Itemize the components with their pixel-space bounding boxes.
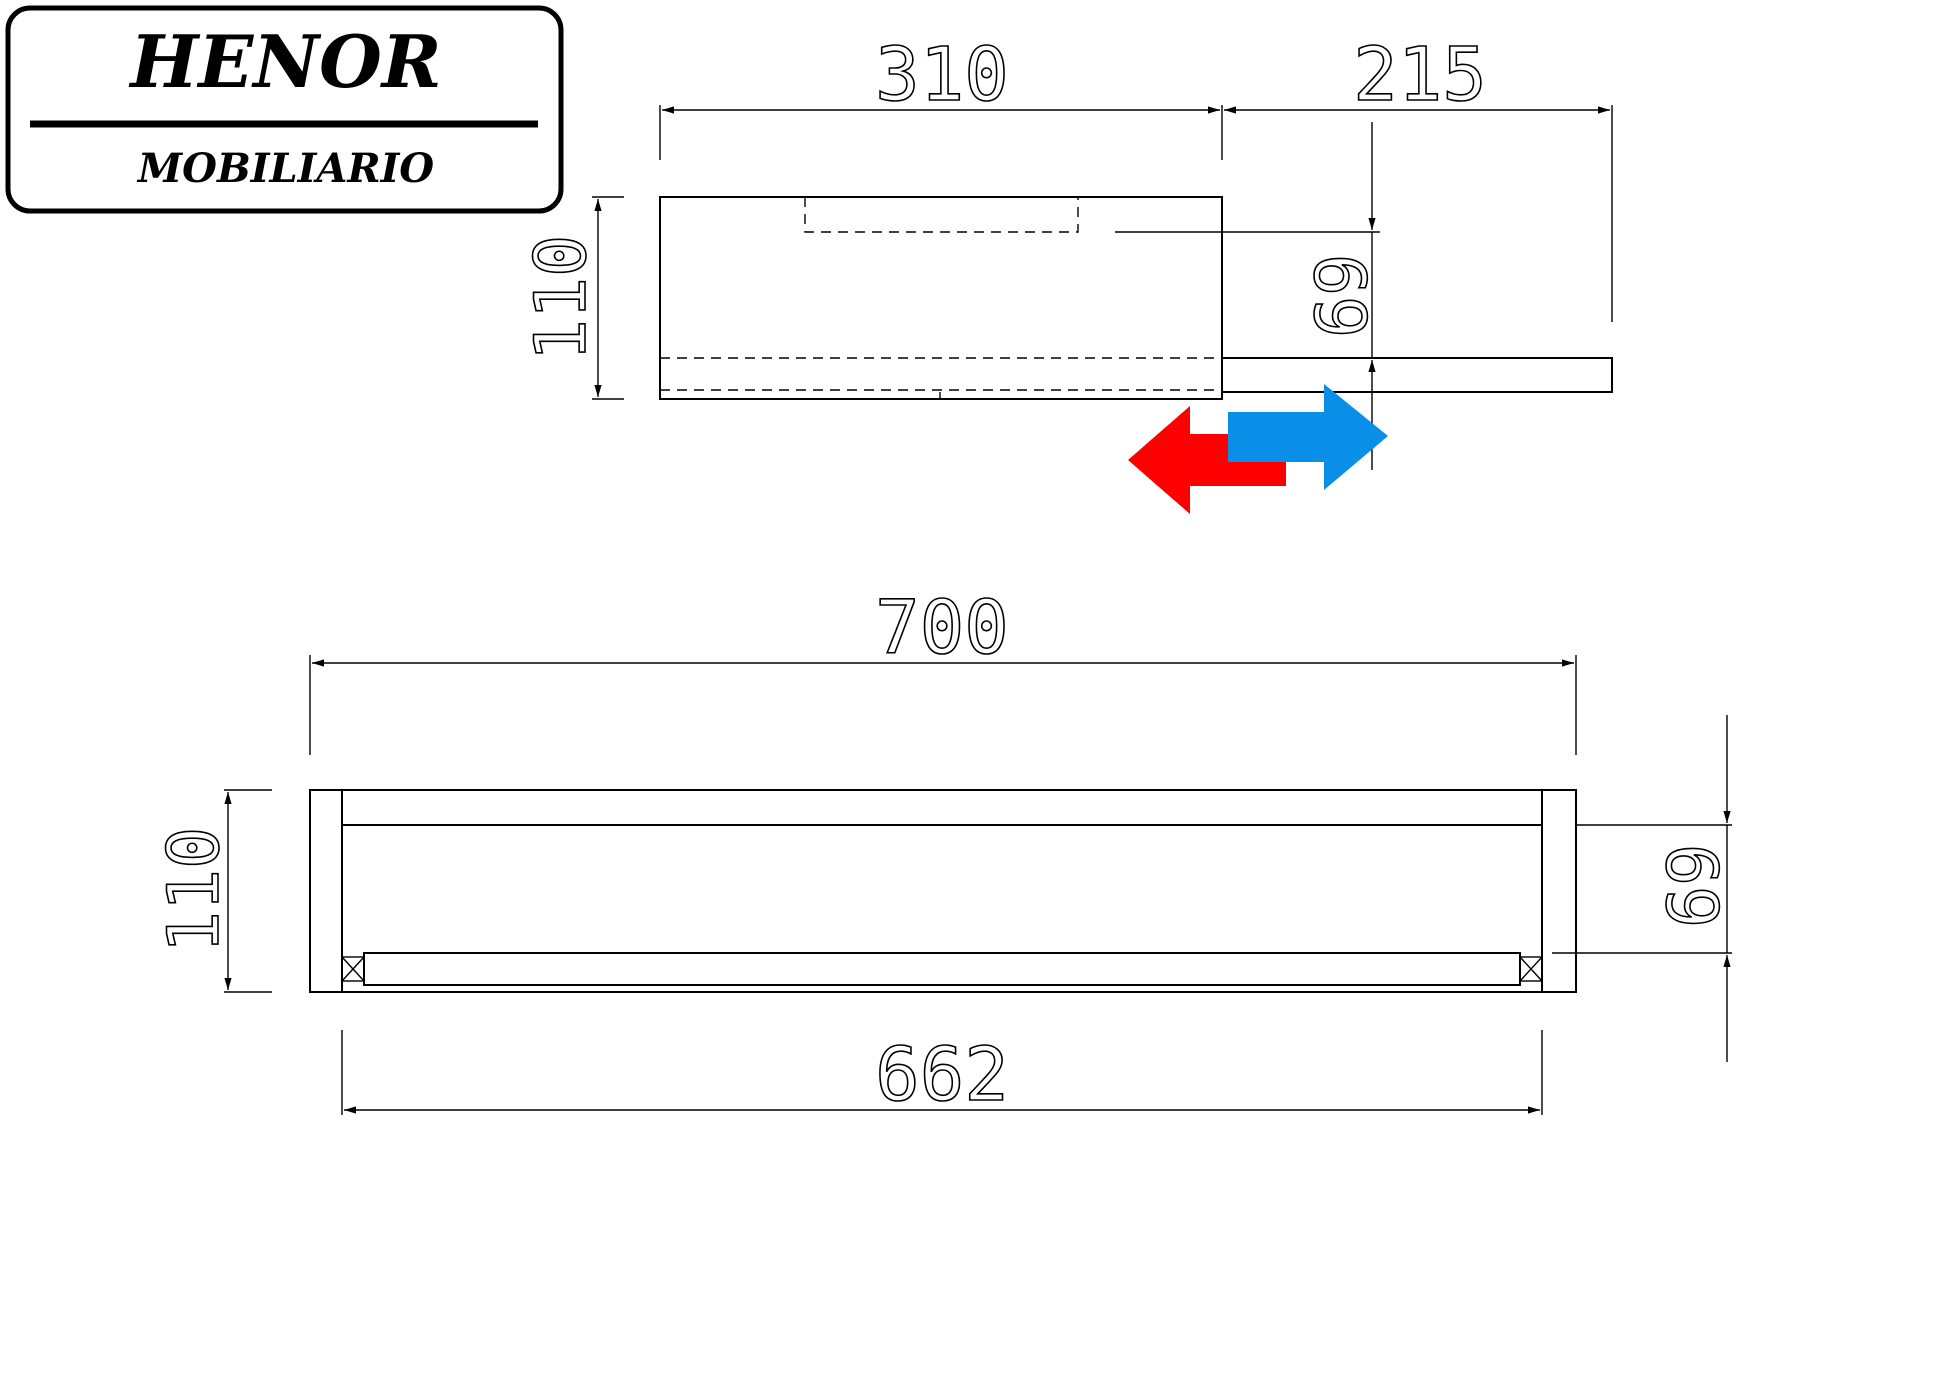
- dimension-69-front: 69: [1552, 715, 1733, 1062]
- top-view-extension-rail: [1222, 357, 1613, 393]
- front-view: 700 662 110 69: [152, 584, 1733, 1119]
- front-view-bottom-rod: [363, 952, 1521, 986]
- dimension-215: 215: [1224, 31, 1613, 322]
- top-view: 310 215 110 69: [519, 31, 1613, 514]
- logo-frame: [5, 5, 564, 214]
- left-bearing-icon: [341, 956, 365, 982]
- right-bearing-icon: [1519, 956, 1543, 982]
- dim-69-front-label: 69: [1650, 844, 1732, 928]
- logo-brand-text: HENOR: [128, 19, 441, 104]
- dim-700-label: 700: [875, 585, 1009, 671]
- dimension-110-top: 110: [519, 196, 624, 400]
- logo-subtitle-text: MOBILIARIO: [136, 145, 434, 192]
- retract-arrow-icon: [1128, 406, 1286, 514]
- dim-215-label: 215: [1353, 32, 1487, 118]
- dimension-69-top: 69: [1115, 122, 1381, 470]
- dim-110-front-label: 110: [153, 827, 235, 953]
- top-view-body: [659, 196, 1223, 400]
- dimension-700: 700: [309, 584, 1577, 755]
- dimension-310: 310: [659, 31, 1223, 160]
- dim-310-label: 310: [875, 32, 1009, 118]
- dim-69-top-label: 69: [1298, 254, 1380, 338]
- dimension-662: 662: [341, 1030, 1543, 1119]
- top-view-hidden-pocket: [804, 197, 1079, 233]
- dim-110-top-label: 110: [520, 235, 602, 361]
- brand-logo: HENOR MOBILIARIO: [5, 5, 564, 214]
- dimension-110-front: 110: [152, 789, 272, 993]
- front-view-frame: [309, 789, 1577, 993]
- dim-662-label: 662: [875, 1032, 1009, 1118]
- extend-arrow-icon: [1228, 384, 1388, 490]
